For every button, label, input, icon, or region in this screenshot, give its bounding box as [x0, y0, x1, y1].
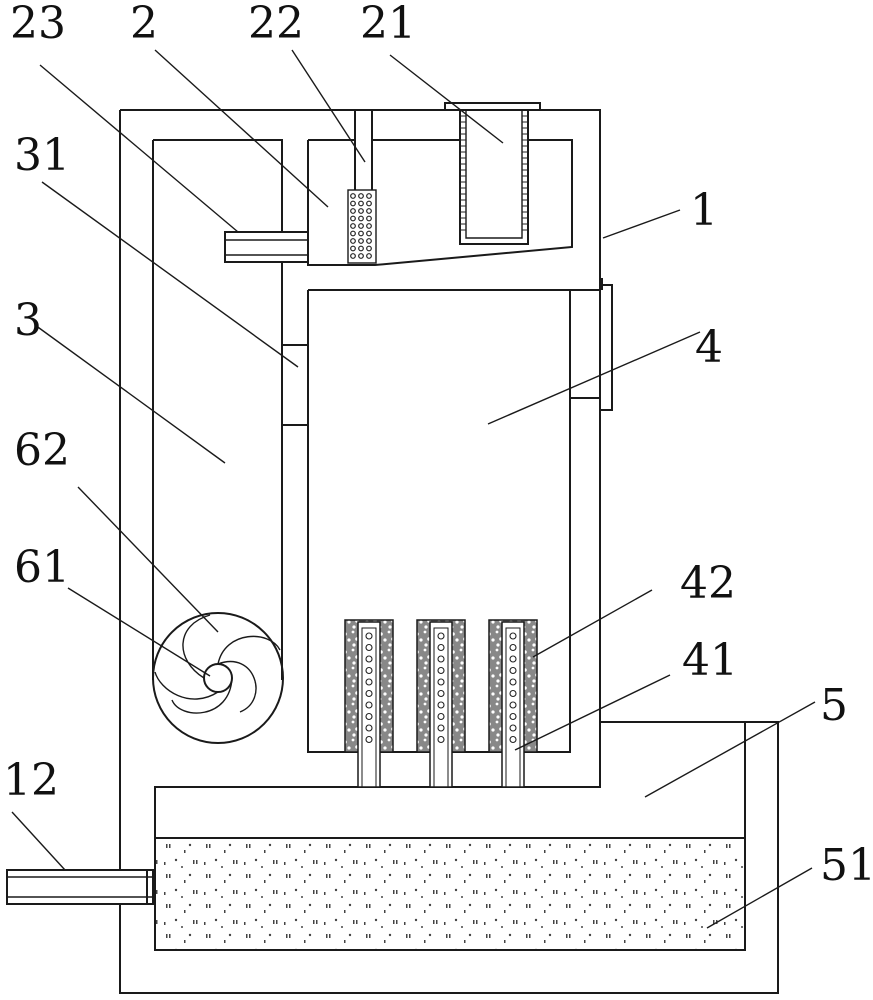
- label-5: 5: [820, 680, 848, 731]
- heater-tube-2: [416, 619, 466, 788]
- label-3: 3: [14, 295, 42, 346]
- label-62: 62: [14, 425, 70, 476]
- blower-impeller: [154, 614, 281, 714]
- pipe-23: [224, 231, 309, 263]
- heater-tube-1: [344, 619, 394, 788]
- filter-holes-22: [350, 193, 372, 259]
- blower-hub-61: [203, 663, 233, 693]
- drain-pipe-12: [6, 869, 154, 905]
- heater-tube-3: [488, 619, 538, 788]
- label-23: 23: [10, 0, 66, 49]
- leader-lines: [11, 49, 816, 929]
- vent-31: [281, 344, 309, 426]
- heater-tubes: [344, 619, 538, 788]
- blower-casing-62: [152, 612, 284, 744]
- side-handle: [599, 284, 613, 411]
- label-1: 1: [690, 185, 718, 236]
- label-51: 51: [820, 840, 873, 891]
- label-2: 2: [130, 0, 158, 49]
- label-61: 61: [14, 542, 70, 593]
- filter-tube-22: [354, 110, 373, 190]
- label-21: 21: [360, 0, 416, 49]
- label-12: 12: [3, 755, 59, 806]
- label-22: 22: [248, 0, 304, 49]
- filler-51: [156, 838, 744, 949]
- label-42: 42: [680, 558, 736, 609]
- label-41: 41: [682, 635, 738, 686]
- left-channel: [152, 139, 283, 680]
- label-31: 31: [14, 130, 70, 181]
- label-4: 4: [695, 322, 723, 373]
- hopper-liner: [460, 115, 528, 231]
- filter-element-22: [347, 189, 377, 264]
- hopper-21: [444, 102, 541, 245]
